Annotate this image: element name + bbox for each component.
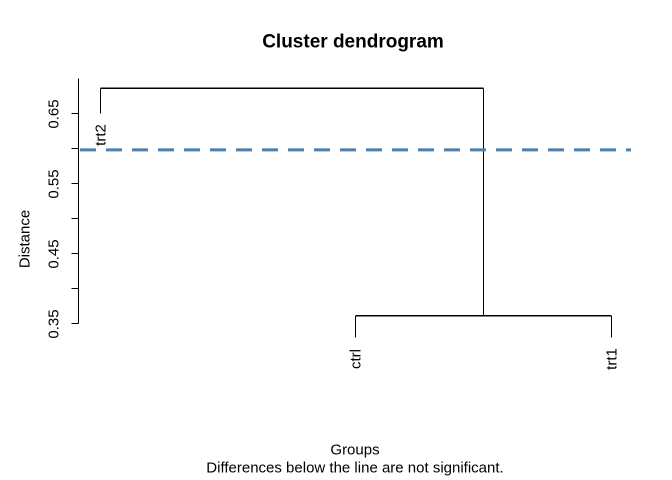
chart-title: Cluster dendrogram [262,31,444,53]
leaf-label-ctrl: ctrl [347,348,364,369]
y-tick-label: 0.65 [45,98,63,129]
x-axis-title: Groups [330,441,380,459]
leaf-label-trt1: trt1 [603,347,620,370]
y-tick-label: 0.35 [45,308,63,339]
y-tick-label: 0.45 [45,238,63,269]
significance-note: Differences below the line are not signi… [206,459,504,477]
leaf-label-trt2: trt2 [92,123,109,146]
y-axis-title: Distance [16,209,34,269]
y-tick-label: 0.55 [45,168,63,199]
